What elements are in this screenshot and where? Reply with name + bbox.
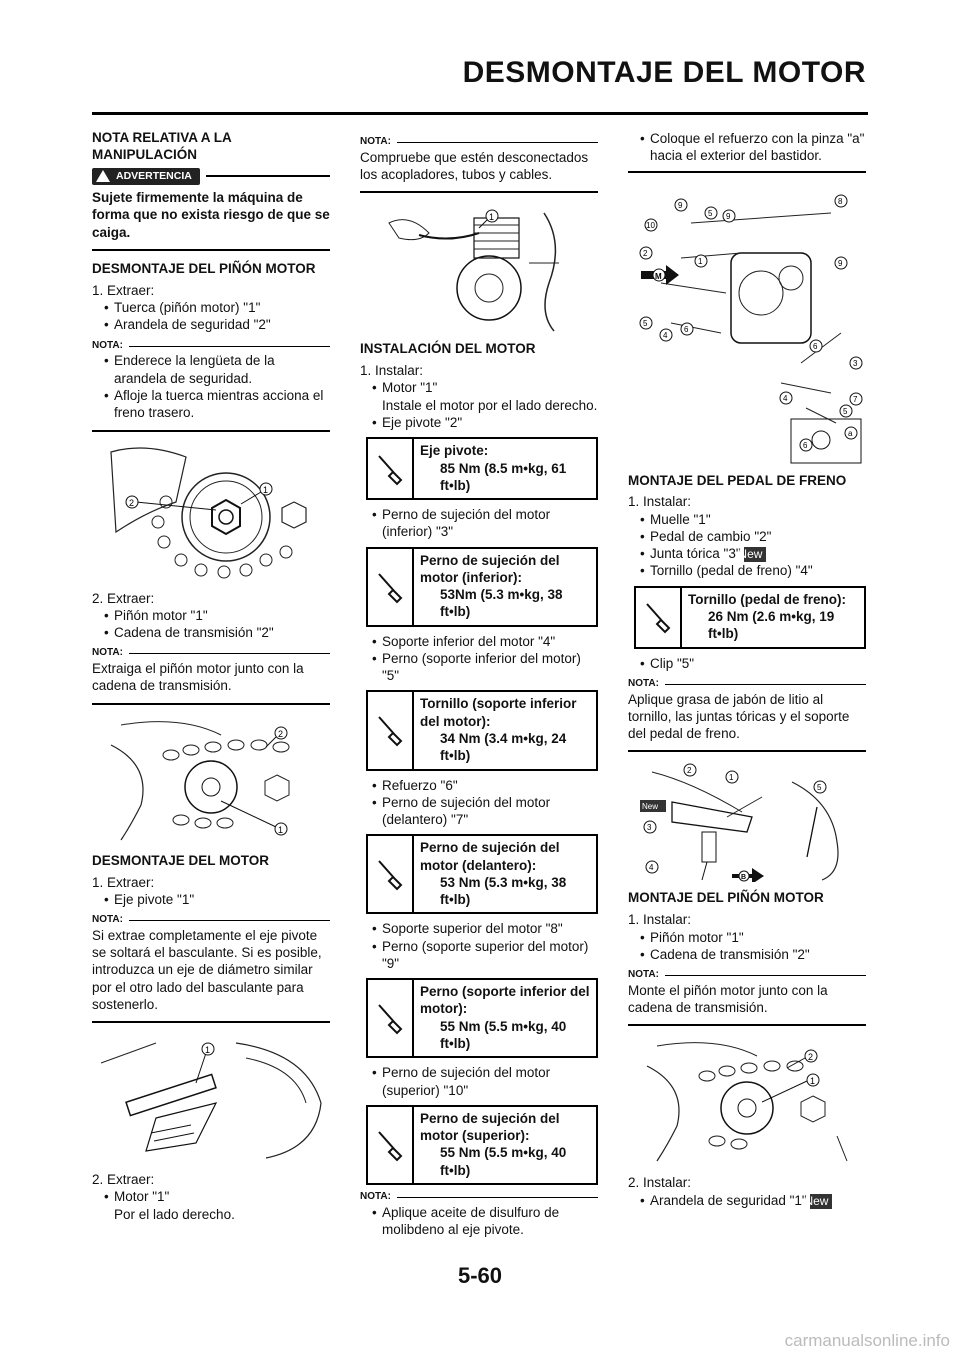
svg-text:1: 1 [810,1076,815,1086]
figure-pinion-nut: 2 1 [106,441,316,582]
svg-text:2: 2 [687,766,692,775]
svg-text:B: B [741,874,746,881]
column-left: NOTA RELATIVA A LA MANIPULACIÓN ADVERTEN… [92,130,330,1223]
svg-text:4: 4 [663,331,668,340]
warning-header: ADVERTENCIA [92,167,330,186]
svg-text:5: 5 [843,407,848,416]
new-badge: New [738,547,767,563]
torque-spec-upper-bracket: Perno (soporte inferior del motor):55 Nm… [366,978,598,1059]
wrench-icon [636,587,682,647]
wrench-icon [368,836,414,913]
figure-brake-pedal: New B 2 1 5 3 4 [632,762,862,885]
section-title-pinion-install: MONTAJE DEL PIÑÓN MOTOR [628,890,824,906]
svg-text:10: 10 [646,221,655,230]
svg-text:2: 2 [808,1052,813,1062]
svg-text:1: 1 [205,1045,210,1055]
section-title-pinion-removal: DESMONTAJE DEL PIÑÓN MOTOR [92,260,316,276]
column-middle: NOTA: Compruebe que estén desconectados … [360,136,598,1238]
figure-pinion-chain: 2 1 [101,714,321,845]
svg-text:2: 2 [643,249,648,258]
svg-text:5: 5 [643,319,648,328]
svg-text:4: 4 [649,863,654,872]
watermark: carmanualsonline.info [784,1331,950,1351]
svg-text:6: 6 [813,342,818,351]
torque-spec-upper-bolt: Perno de sujeción del motor (superior):5… [366,1104,598,1185]
page-number: 5-60 [457,1263,503,1288]
section-title-brake-pedal: MONTAJE DEL PEDAL DE FRENO [628,472,847,488]
svg-text:1: 1 [489,212,494,222]
svg-text:1: 1 [278,825,283,835]
svg-text:5: 5 [708,209,713,218]
header-rule [92,112,868,115]
figure-engine-frame: 1 [379,203,579,334]
figure-pinion-install: 2 1 [637,1036,857,1167]
wrench-icon [368,548,414,625]
column-right: Coloque el refuerzo con la pinza "a" hac… [628,130,866,1209]
svg-text:9: 9 [678,201,683,210]
svg-text:1: 1 [698,257,703,266]
wrench-icon [368,692,414,769]
svg-text:2: 2 [129,498,134,508]
section-title-handling: NOTA RELATIVA A LA MANIPULACIÓN [92,130,232,162]
svg-text:9: 9 [726,212,731,221]
svg-text:5: 5 [817,783,822,792]
torque-spec-pivot: Eje pivote:85 Nm (8.5 m•kg, 61 ft•lb) [366,437,598,501]
svg-text:6: 6 [803,441,808,450]
torque-spec-lower-bolt: Perno de sujeción del motor (inferior):5… [366,546,598,627]
new-badge: New [804,1193,833,1209]
svg-text:1: 1 [729,773,734,782]
svg-text:4: 4 [783,394,788,403]
svg-text:3: 3 [647,823,652,832]
wrench-icon [368,1106,414,1183]
page-title: DESMONTAJE DEL MOTOR [462,56,866,89]
svg-text:a: a [848,429,853,438]
torque-spec-brake-pedal: Tornillo (pedal de freno):26 Nm (2.6 m•k… [634,585,866,649]
svg-text:8: 8 [838,197,843,206]
wrench-icon [368,980,414,1057]
section-title-engine-removal: DESMONTAJE DEL MOTOR [92,852,270,868]
svg-text:6: 6 [684,325,689,334]
svg-text:9: 9 [838,259,843,268]
warning-text: Sujete firmemente la máquina de forma qu… [92,190,330,240]
svg-text:1: 1 [263,485,268,495]
figure-engine-mounts: M 9 10 2 5 9 8 1 9 5 4 6 6 3 4 7 5 6 a [631,182,863,465]
svg-text:3: 3 [853,359,858,368]
torque-spec-front-bolt: Perno de sujeción del motor (delantero):… [366,834,598,915]
svg-text:2: 2 [278,729,283,739]
figure-pivot-shaft: 1 [96,1033,326,1164]
note-header: NOTA: [92,340,330,353]
warning-badge: ADVERTENCIA [92,167,200,186]
svg-text:7: 7 [853,395,858,404]
warning-icon [96,170,110,183]
torque-spec-lower-bracket: Tornillo (soporte inferior del motor):34… [366,690,598,771]
wrench-icon [368,439,414,499]
section-title-engine-install: INSTALACIÓN DEL MOTOR [360,341,536,357]
svg-text:New: New [642,802,658,811]
svg-text:M: M [655,272,662,281]
